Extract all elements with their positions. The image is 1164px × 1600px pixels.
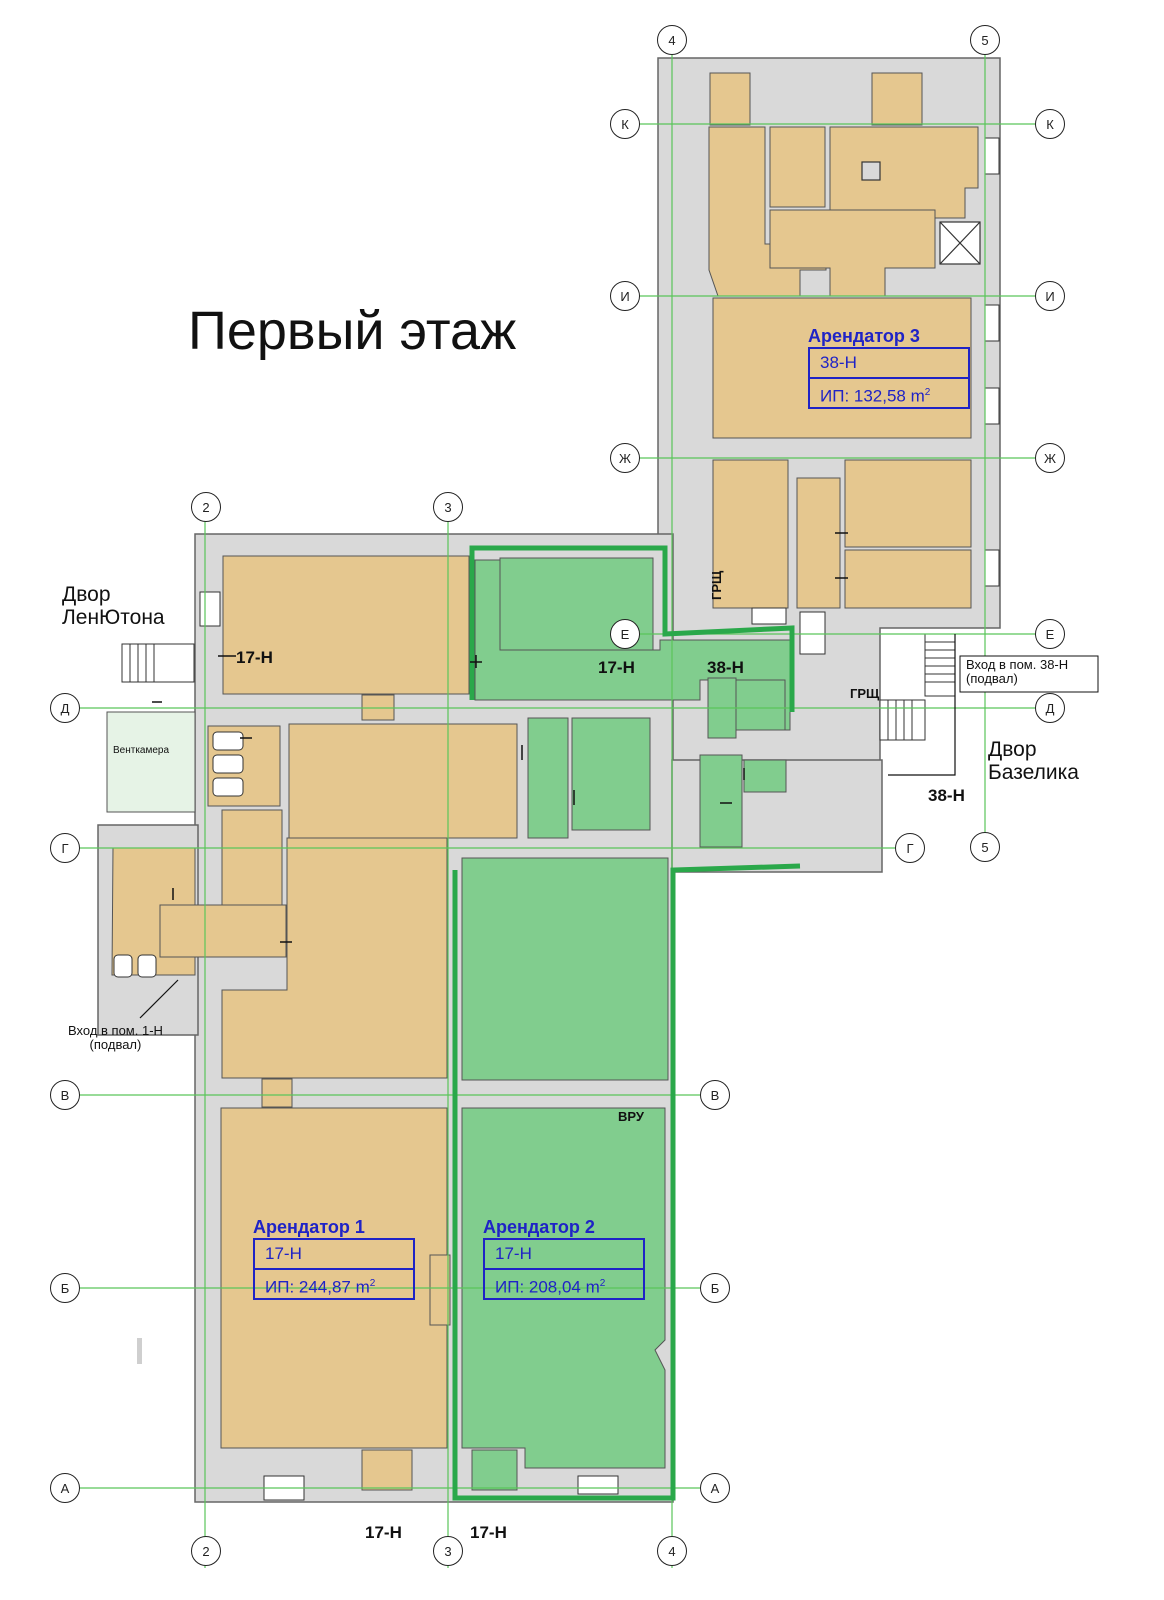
- tenant-area: ИП: 208,04 m2: [485, 1268, 643, 1298]
- toilet-icons: [113, 731, 244, 978]
- ventkamera-label: Венткамера: [113, 745, 170, 756]
- grsch-label: ГРЩ: [850, 686, 880, 701]
- axis-marker-k: К: [1035, 109, 1065, 139]
- axis-marker-zh: Ж: [610, 443, 640, 473]
- axis-marker-e: Е: [610, 619, 640, 649]
- axis-marker-i: И: [1035, 281, 1065, 311]
- axis-marker-v: В: [50, 1080, 80, 1110]
- axis-marker-3: 3: [433, 492, 463, 522]
- axis-marker-3: 3: [433, 1536, 463, 1566]
- elevator-shaft-icon: [861, 161, 981, 265]
- scale-mark: [137, 1338, 142, 1364]
- entrance-38n-label: Вход в пом. 38-Н (подвал): [966, 657, 1069, 687]
- axis-marker-2: 2: [191, 492, 221, 522]
- ventkamera-room: [106, 711, 196, 813]
- tenant-unit: 38-Н: [820, 353, 857, 372]
- unit-label: 17-Н: [598, 658, 635, 677]
- tenant-name: Арендатор 1: [253, 1217, 365, 1237]
- yard-lenyuton-label: Двор ЛенЮтона: [62, 583, 165, 630]
- axis-marker-g: Г: [50, 833, 80, 863]
- grsch-vertical-label: ГРЩ: [709, 570, 724, 600]
- tenant-area: ИП: 132,58 m2: [810, 377, 968, 407]
- axis-marker-2: 2: [191, 1536, 221, 1566]
- page-title: Первый этаж: [188, 301, 517, 361]
- unit-label: 17-Н: [236, 648, 273, 667]
- unit-label: 17-Н: [470, 1523, 507, 1542]
- tan-rooms: [111, 72, 979, 1491]
- tenant-unit: 17-Н: [495, 1244, 532, 1263]
- axis-marker-4: 4: [657, 25, 687, 55]
- axis-marker-v: В: [700, 1080, 730, 1110]
- green-rooms: [461, 557, 791, 1491]
- axis-marker-b: Б: [50, 1273, 80, 1303]
- axis-marker-5: 5: [970, 25, 1000, 55]
- stair-treads: [129, 641, 955, 740]
- axis-marker-b: Б: [700, 1273, 730, 1303]
- axis-marker-4: 4: [657, 1536, 687, 1566]
- axis-marker-k: К: [610, 109, 640, 139]
- entrance-1n-label: Вход в пом. 1-Н (подвал): [68, 1023, 163, 1053]
- unit-label: 38-Н: [928, 786, 965, 805]
- unit-label: 38-Н: [707, 658, 744, 677]
- axis-marker-g: Г: [895, 833, 925, 863]
- axis-marker-zh: Ж: [1035, 443, 1065, 473]
- entrance-38n-line: [888, 634, 956, 776]
- tenant-2-card: Арендатор 2 17-Н ИП: 208,04 m2: [483, 1217, 645, 1300]
- axis-marker-a: А: [50, 1473, 80, 1503]
- door-marks: [152, 532, 848, 943]
- tenant-unit: 17-Н: [265, 1244, 302, 1263]
- yard-bazelik-label: Двор Базелика: [988, 738, 1079, 785]
- tenant-name: Арендатор 3: [808, 326, 920, 346]
- axis-marker-5: 5: [970, 832, 1000, 862]
- unit-label: 17-Н: [365, 1523, 402, 1542]
- tenant-name: Арендатор 2: [483, 1217, 595, 1237]
- entrance-arrow: [139, 979, 179, 1019]
- tenant-boundary: [452, 545, 801, 1501]
- tenant-3-card: Арендатор 3 38-Н ИП: 132,58 m2: [808, 326, 970, 409]
- tenant-area: ИП: 244,87 m2: [255, 1268, 413, 1298]
- axis-marker-i: И: [610, 281, 640, 311]
- tenant-1-card: Арендатор 1 17-Н ИП: 244,87 m2: [253, 1217, 415, 1300]
- entrance-38n-box: [959, 655, 1099, 693]
- vru-label: ВРУ: [618, 1109, 644, 1124]
- axis-marker-d: Д: [50, 693, 80, 723]
- axis-marker-a: А: [700, 1473, 730, 1503]
- axis-marker-e: Е: [1035, 619, 1065, 649]
- axis-marker-d: Д: [1035, 693, 1065, 723]
